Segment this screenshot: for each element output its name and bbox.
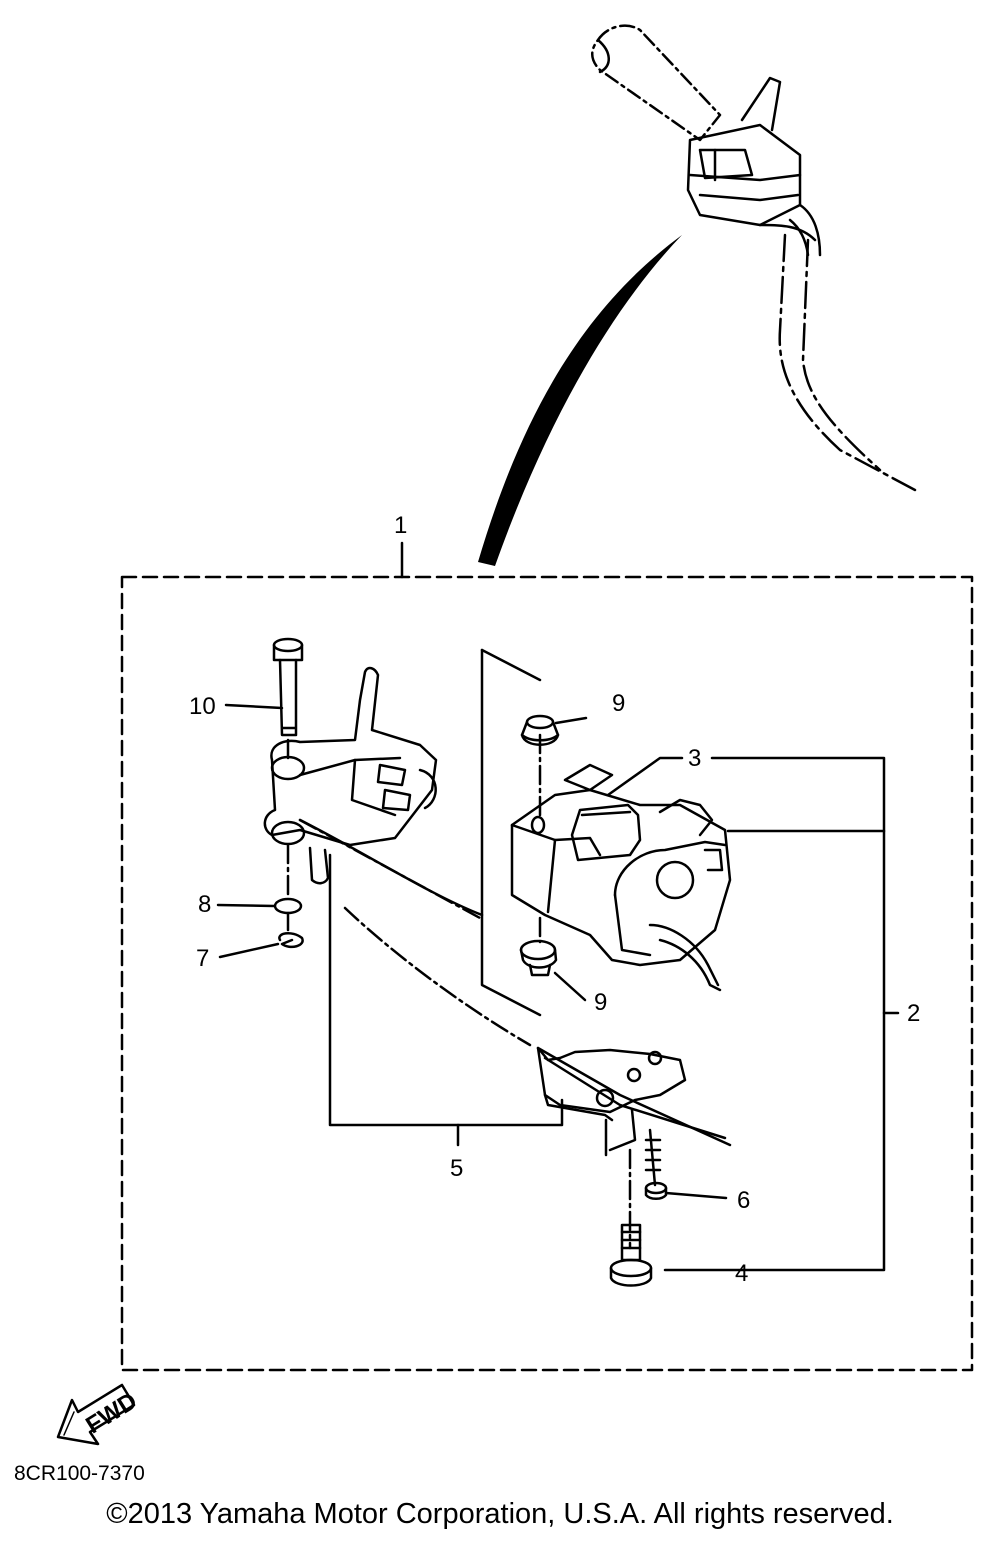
bolt-10 <box>272 637 304 737</box>
grommet-9-top <box>520 714 560 746</box>
callout-8: 8 <box>198 891 211 918</box>
callout-9-top: 9 <box>612 690 625 717</box>
kit-boundary <box>120 575 974 1372</box>
callout-3: 3 <box>688 745 701 772</box>
switch-cable <box>298 818 484 917</box>
fwd-arrow-icon: FWD <box>56 1383 142 1446</box>
handlebar-grip-assembly <box>591 24 917 492</box>
screw-6 <box>644 1128 668 1200</box>
callout-10: 10 <box>189 693 216 720</box>
callout-5: 5 <box>450 1155 463 1182</box>
callout-4: 4 <box>735 1260 748 1287</box>
reference-code: 8CR100-7370 <box>14 1462 145 1485</box>
parts-diagram: 1 10 9 3 8 7 9 2 5 6 4 FWD <box>56 24 974 1446</box>
circlip-7 <box>278 932 304 949</box>
copyright-notice: ©2013 Yamaha Motor Corporation, U.S.A. A… <box>106 1498 894 1530</box>
callout-9-bottom: 9 <box>594 989 607 1016</box>
callout-2: 2 <box>907 1000 920 1027</box>
bolt-4 <box>609 1223 653 1287</box>
lower-switch-5 <box>536 1046 732 1157</box>
grommet-9-bottom <box>519 939 558 977</box>
leader-lines <box>216 703 900 1272</box>
throttle-lever <box>263 666 438 885</box>
callout-7: 7 <box>196 945 209 972</box>
bracket-lines <box>480 648 542 1017</box>
switch-unit-3 <box>510 763 732 992</box>
callout-1: 1 <box>394 512 407 539</box>
callout-6: 6 <box>737 1187 750 1214</box>
fwd-label: FWD <box>81 1387 142 1439</box>
connector-swoosh <box>478 235 682 566</box>
washer-8 <box>273 897 303 915</box>
